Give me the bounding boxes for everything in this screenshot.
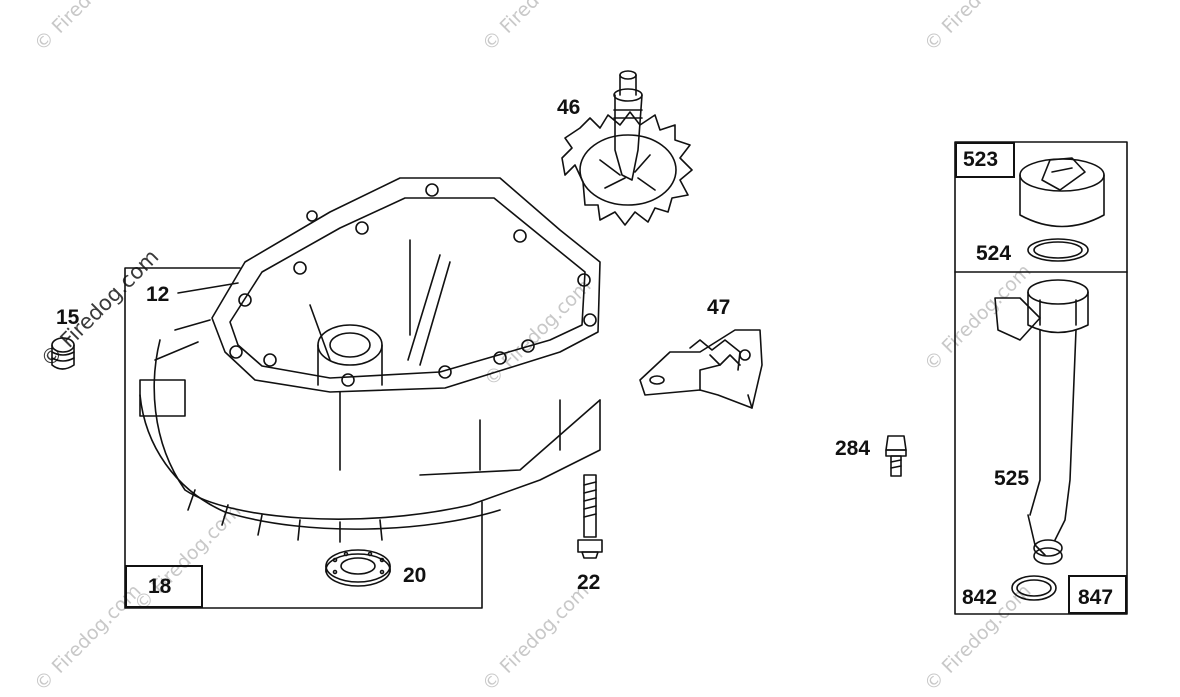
part-20-drawing bbox=[325, 549, 391, 587]
callout-20: 20 bbox=[403, 564, 427, 587]
callout-46: 46 bbox=[557, 96, 581, 119]
part-525-drawing bbox=[994, 279, 1089, 565]
callout-847: 847 bbox=[1078, 586, 1114, 609]
callout-525: 525 bbox=[994, 467, 1030, 490]
callout-284: 284 bbox=[835, 437, 871, 460]
part-22-drawing bbox=[577, 474, 603, 559]
callout-523: 523 bbox=[963, 148, 999, 171]
part-523-drawing bbox=[1019, 157, 1105, 228]
group-frame-right bbox=[954, 141, 1128, 615]
callout-524: 524 bbox=[976, 242, 1012, 265]
callout-22: 22 bbox=[577, 571, 601, 594]
part-284-drawing bbox=[885, 435, 907, 477]
part-46-drawing bbox=[561, 70, 693, 226]
part-524-drawing bbox=[1027, 238, 1089, 262]
callout-15: 15 bbox=[56, 306, 80, 329]
part-47-drawing bbox=[639, 329, 763, 409]
callout-12: 12 bbox=[146, 283, 170, 306]
leader-12 bbox=[177, 282, 239, 294]
part-842-drawing bbox=[1011, 575, 1057, 601]
callout-box-18 bbox=[125, 565, 203, 608]
callout-18: 18 bbox=[148, 575, 172, 598]
crankcase-sump-drawing bbox=[139, 177, 601, 543]
group-frame-left bbox=[124, 267, 483, 609]
part-15-drawing bbox=[51, 337, 75, 370]
callout-box-523 bbox=[955, 142, 1015, 178]
callout-842: 842 bbox=[962, 586, 998, 609]
callout-47: 47 bbox=[707, 296, 731, 319]
callout-box-847 bbox=[1068, 575, 1127, 614]
